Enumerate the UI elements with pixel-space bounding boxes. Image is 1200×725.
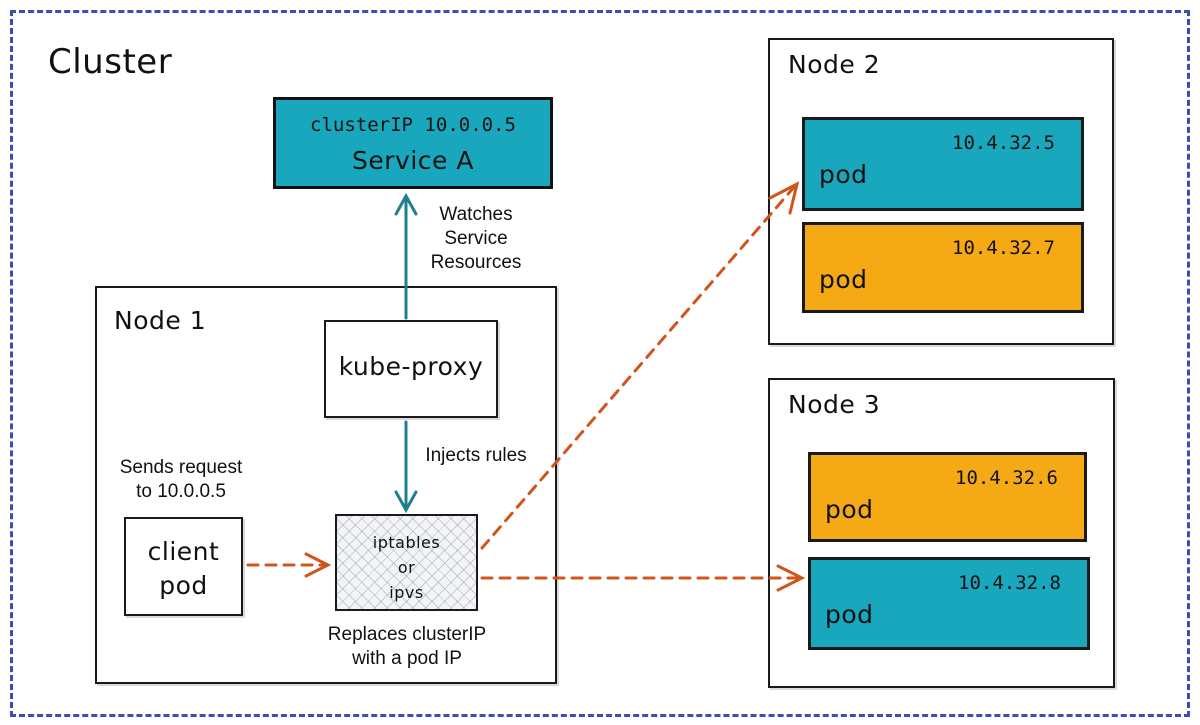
replaces-clusterip-label: Replaces clusterIP with a pod IP bbox=[327, 624, 487, 669]
pod-node3-1[interactable]: 10.4.32.6 pod bbox=[808, 452, 1087, 542]
iptables-to-node2-arrow bbox=[480, 181, 800, 550]
iptables-ipvs-box[interactable]: iptables or ipvs bbox=[335, 514, 478, 611]
watch-arrow bbox=[394, 192, 418, 320]
client-pod-box[interactable]: client pod bbox=[124, 517, 243, 616]
service-name: Service A bbox=[352, 146, 474, 175]
watches-label: Watches Service Resources bbox=[430, 204, 522, 273]
injects-rules-label: Injects rules bbox=[425, 445, 527, 466]
pod-ip: 10.4.32.5 bbox=[952, 132, 1055, 154]
pod-label: pod bbox=[819, 160, 868, 189]
cluster-boundary bbox=[10, 10, 1190, 717]
pod-label: pod bbox=[819, 265, 868, 294]
pod-ip: 10.4.32.8 bbox=[958, 572, 1061, 594]
inject-arrow bbox=[394, 420, 418, 514]
kube-proxy-box[interactable]: kube-proxy bbox=[324, 320, 498, 418]
client-pod-label: client pod bbox=[147, 537, 220, 600]
kube-proxy-label: kube-proxy bbox=[338, 352, 484, 381]
pod-ip: 10.4.32.7 bbox=[952, 237, 1055, 259]
pod-label: pod bbox=[825, 495, 874, 524]
pod-ip: 10.4.32.6 bbox=[955, 467, 1058, 489]
client-to-iptables-arrow bbox=[246, 552, 332, 578]
service-cluster-ip: clusterIP 10.0.0.5 bbox=[310, 114, 516, 136]
cluster-title: Cluster bbox=[48, 42, 173, 82]
pod-node3-2[interactable]: 10.4.32.8 pod bbox=[808, 557, 1090, 650]
service-a-box[interactable]: clusterIP 10.0.0.5 Service A bbox=[273, 97, 553, 189]
pod-label: pod bbox=[825, 600, 874, 629]
pod-node2-1[interactable]: 10.4.32.5 pod bbox=[802, 117, 1084, 211]
node-3-title: Node 3 bbox=[788, 390, 881, 419]
iptables-label: iptables or ipvs bbox=[372, 533, 441, 602]
pod-node2-2[interactable]: 10.4.32.7 pod bbox=[802, 222, 1084, 313]
sends-request-label: Sends request to 10.0.0.5 bbox=[119, 457, 243, 502]
iptables-to-node3-arrow bbox=[480, 564, 806, 592]
node-2-title: Node 2 bbox=[788, 50, 881, 79]
node-1-title: Node 1 bbox=[114, 306, 207, 335]
